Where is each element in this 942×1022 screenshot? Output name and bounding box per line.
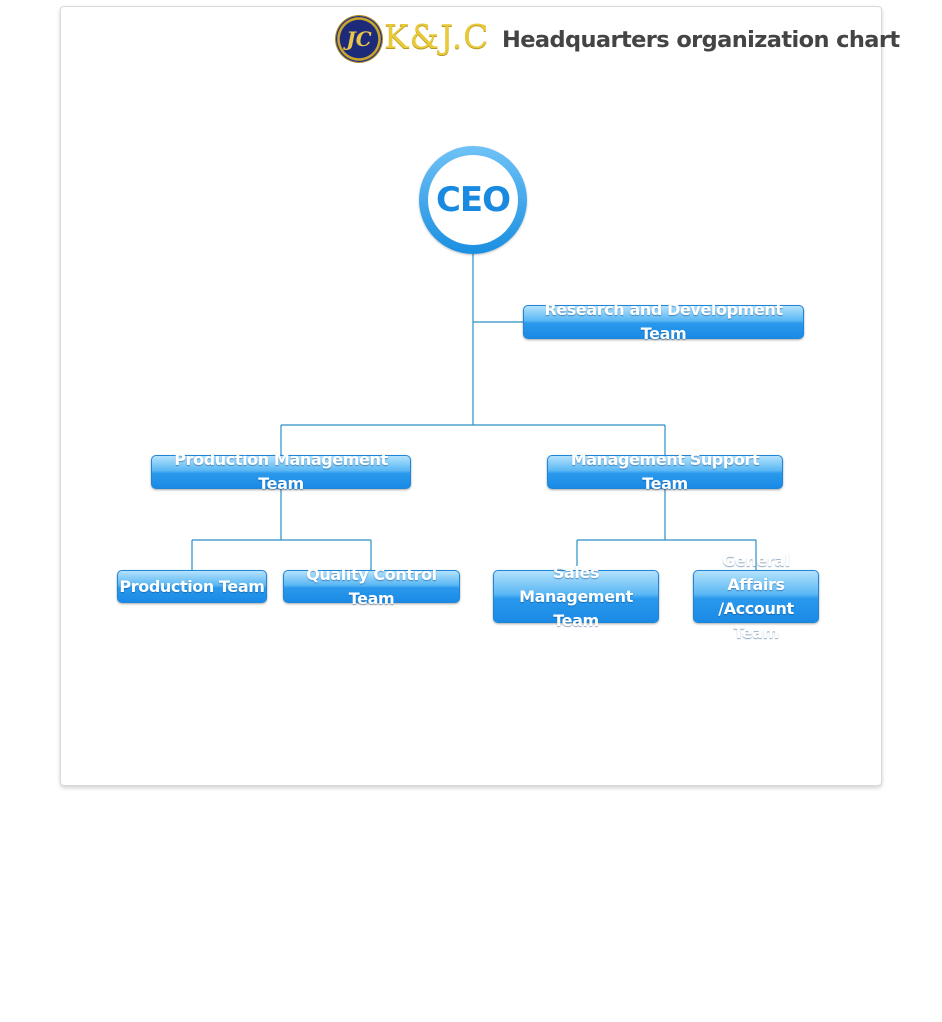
production-team-box: Production Team	[117, 570, 267, 603]
ceo-label: CEO	[435, 180, 511, 220]
rnd-team-box: Research and Development Team	[523, 300, 804, 343]
management-support-team-box: Management Support Team	[547, 450, 783, 493]
quality-control-team-box: Quality Control Team	[283, 565, 460, 608]
logo-monogram: JC	[346, 27, 372, 51]
ceo-node-inner	[428, 155, 518, 245]
chart-card	[60, 6, 882, 786]
brand-name: K&J.C	[384, 17, 490, 56]
production-management-team-box: Production Management Team	[151, 450, 411, 493]
ceo-node: CEO	[419, 146, 527, 254]
company-logo-seal: JC	[336, 16, 382, 62]
page-title: Headquarters organization chart	[502, 27, 900, 53]
general-affairs-account-team-box: General Affairs /Account Team	[693, 551, 819, 642]
sales-management-team-box: Sales Management Team	[493, 563, 659, 630]
